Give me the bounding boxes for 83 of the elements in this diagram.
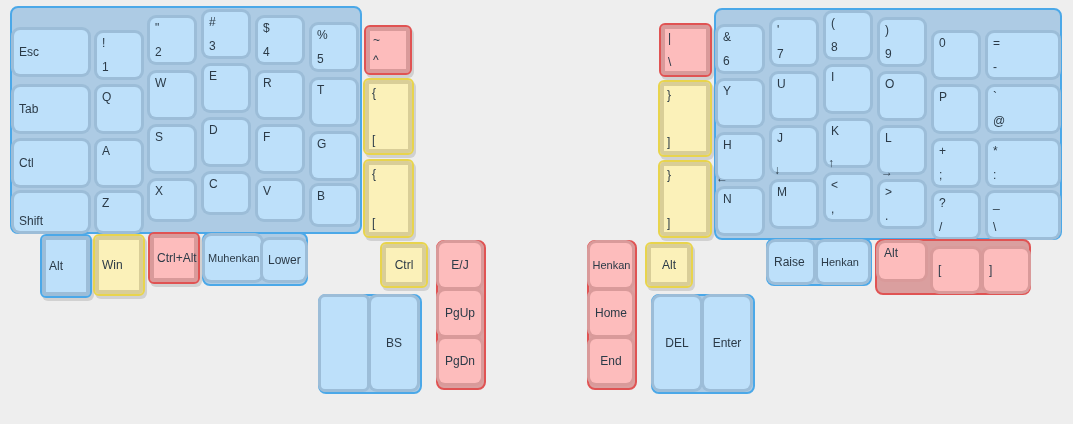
keyboard-key: V [258, 181, 302, 219]
keyboard-key: = - [988, 33, 1058, 77]
keyboard-key: Y [718, 81, 762, 125]
keyboard-key: P [934, 87, 978, 131]
keyboard-key: Enter [704, 297, 750, 389]
keyboard-key: L [880, 128, 924, 172]
keyboard-key: [ [933, 249, 979, 291]
keyboard-key: O [880, 74, 924, 118]
keyboard-key: C [204, 174, 248, 212]
keyboard-key: F [258, 127, 302, 171]
keyboard-key: PgDn [439, 339, 481, 383]
keyboard-key: & 6 [718, 27, 762, 71]
keyboard-key: ` @ [988, 87, 1058, 131]
keyboard-key: ~ ^ [364, 25, 412, 75]
keyboard-key: ? / [934, 193, 978, 237]
keyboard-key: { [ [363, 78, 414, 155]
key-group [714, 8, 1062, 240]
keyboard-key: PgUp [439, 291, 481, 335]
keyboard-key: Alt [645, 242, 693, 288]
key-group [587, 240, 637, 390]
keyboard-key: # 3 [204, 12, 248, 56]
keyboard-key: Z [97, 193, 141, 231]
keyboard-key: Ctrl+Alt [148, 232, 200, 284]
keyboard-key: S [150, 127, 194, 171]
keyboard-key: E/J [439, 243, 481, 287]
key-group [766, 238, 872, 286]
keyboard-key: Home [590, 291, 632, 335]
keyboard-key: % 5 [312, 25, 356, 69]
keyboard-key: * : [988, 141, 1058, 185]
keyboard-key [321, 297, 367, 389]
keyboard-key: Win [93, 234, 145, 296]
keyboard-key: I [826, 67, 870, 111]
keyboard-key: Esc [14, 30, 88, 74]
key-group [10, 6, 362, 234]
keyboard-key: < , [826, 175, 870, 219]
key-group [318, 294, 422, 394]
keyboard-key: > . [880, 182, 924, 226]
keyboard-key: Lower [263, 240, 305, 280]
keyboard-key: ] [984, 249, 1028, 291]
keyboard-key: } ] [658, 80, 712, 157]
keyboard-key: Alt [879, 243, 925, 279]
keyboard-key: W [150, 73, 194, 117]
keyboard-key: D [204, 120, 248, 164]
keyboard-key: E [204, 66, 248, 110]
keyboard-key: Henkan [590, 243, 632, 287]
keyboard-key: ( 8 [826, 13, 870, 57]
key-group [875, 239, 1031, 295]
keyboard-key: Shift [14, 193, 88, 231]
keyboard-key: BS [371, 297, 417, 389]
key-group [436, 240, 486, 390]
key-group [202, 232, 308, 286]
keyboard-key: B [312, 186, 356, 224]
keyboard-key: + ; [934, 141, 978, 185]
keyboard-key: ! 1 [97, 33, 141, 77]
keyboard-key: Raise [769, 242, 813, 282]
keyboard-key: A [97, 141, 141, 185]
keyboard-key: Alt [40, 234, 92, 298]
keyboard-key: $ 4 [258, 18, 302, 62]
keyboard-key: U [772, 74, 816, 118]
keyboard-key: Henkan [818, 242, 868, 282]
key-group [651, 294, 755, 394]
keyboard-key: _ \ [988, 193, 1058, 237]
keyboard-key: } ] [658, 160, 712, 238]
keyboard-key: Ctrl [380, 242, 428, 288]
keyboard-key: Tab [14, 87, 88, 131]
keyboard-key: G [312, 134, 356, 178]
keyboard-key: Muhenkan [205, 236, 261, 280]
keyboard-key: End [590, 339, 632, 383]
keyboard-key: X [150, 181, 194, 219]
keyboard-key: { [ [363, 159, 414, 238]
keyboard-key: ' 7 [772, 20, 816, 64]
keyboard-key: | \ [659, 23, 712, 77]
keyboard-key: T [312, 80, 356, 124]
keyboard-key: N [718, 189, 762, 233]
keyboard-key: R [258, 73, 302, 117]
keyboard-key: DEL [654, 297, 700, 389]
keyboard-key: M [772, 182, 816, 226]
keyboard-key: Q [97, 87, 141, 131]
keyboard-key: Ctl [14, 141, 88, 185]
keyboard-key: 0 [934, 33, 978, 77]
keyboard-key: ) 9 [880, 20, 924, 64]
keyboard-key: " 2 [150, 18, 194, 62]
keyboard-key: H [718, 135, 762, 179]
